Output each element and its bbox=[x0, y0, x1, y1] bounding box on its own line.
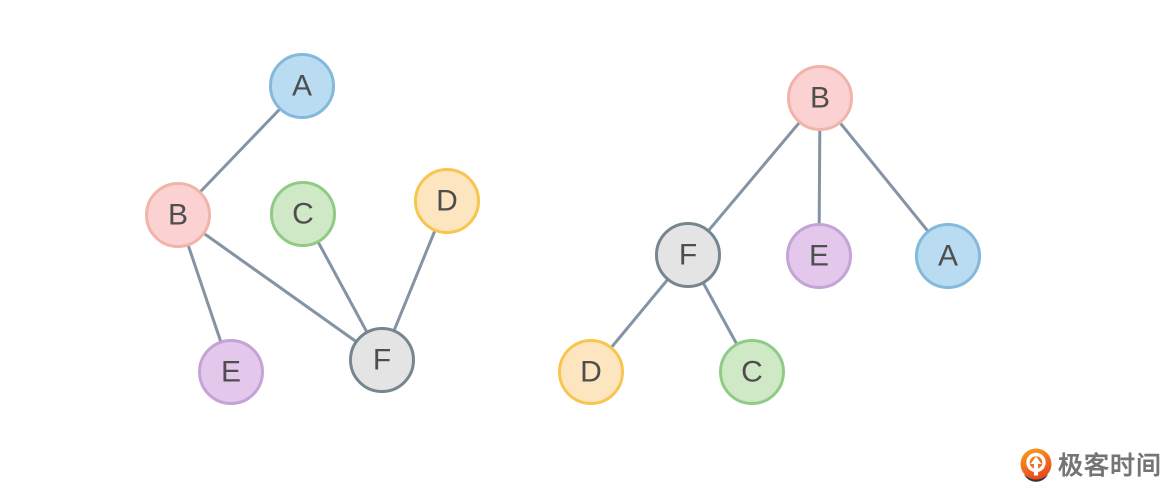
node-circle-F bbox=[655, 222, 721, 288]
node-label-C: C bbox=[292, 198, 314, 231]
node-undirected-graph-A: A bbox=[269, 53, 335, 119]
node-label-C: C bbox=[741, 356, 763, 389]
node-undirected-graph-E: E bbox=[198, 339, 264, 405]
undirected-graph: A B C D E F bbox=[145, 53, 480, 405]
node-circle-F bbox=[349, 327, 415, 393]
node-circle-E bbox=[786, 223, 852, 289]
node-label-A: A bbox=[292, 70, 312, 103]
node-tree-graph-B: B bbox=[787, 65, 853, 131]
node-tree-graph-E: E bbox=[786, 223, 852, 289]
node-circle-D bbox=[414, 168, 480, 234]
node-undirected-graph-F: F bbox=[349, 327, 415, 393]
edge-tree-graph-B-F bbox=[686, 97, 822, 256]
logo-dark-base bbox=[1023, 474, 1048, 482]
edge-undirected-graph-B-F bbox=[177, 213, 383, 362]
node-label-E: E bbox=[221, 356, 241, 389]
node-tree-graph-A: A bbox=[915, 223, 981, 289]
node-circle-E bbox=[198, 339, 264, 405]
node-tree-graph-D: D bbox=[558, 339, 624, 405]
node-undirected-graph-C: C bbox=[270, 181, 336, 247]
node-circle-D bbox=[558, 339, 624, 405]
node-tree-graph-F: F bbox=[655, 222, 721, 288]
node-circle-A bbox=[269, 53, 335, 119]
geektime-logo-text: 极客时间 bbox=[1057, 451, 1162, 480]
node-circle-A bbox=[915, 223, 981, 289]
geektime-q-icon bbox=[1020, 448, 1052, 482]
tree-graph: B F E A D C bbox=[558, 65, 981, 405]
node-label-B: B bbox=[168, 199, 188, 232]
node-undirected-graph-D: D bbox=[414, 168, 480, 234]
node-label-F: F bbox=[679, 239, 697, 272]
node-label-D: D bbox=[436, 185, 458, 218]
node-circle-B bbox=[145, 182, 211, 248]
node-circle-C bbox=[270, 181, 336, 247]
node-label-E: E bbox=[809, 240, 829, 273]
logo-white-arrow bbox=[1030, 456, 1042, 476]
node-tree-graph-C: C bbox=[719, 339, 785, 405]
geektime-logo: 极客时间 bbox=[1019, 448, 1162, 484]
node-circle-C bbox=[719, 339, 785, 405]
node-label-B: B bbox=[810, 82, 830, 115]
node-label-F: F bbox=[373, 344, 391, 377]
node-circle-B bbox=[787, 65, 853, 131]
node-label-A: A bbox=[938, 240, 958, 273]
node-label-D: D bbox=[580, 356, 602, 389]
edge-tree-graph-B-A bbox=[818, 97, 950, 257]
node-undirected-graph-B: B bbox=[145, 182, 211, 248]
